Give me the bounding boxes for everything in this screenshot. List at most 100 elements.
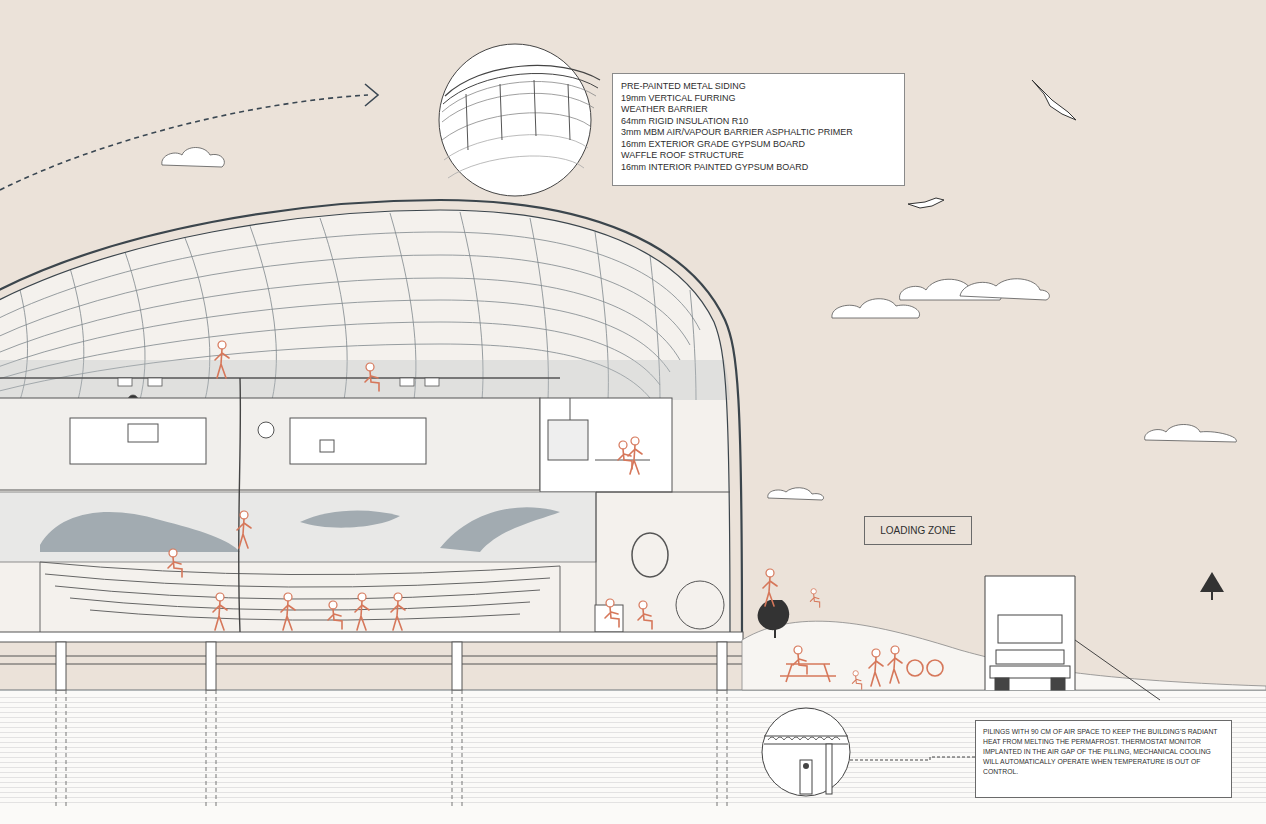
- picnic-table: [780, 660, 943, 682]
- drawing-use: [628, 437, 642, 474]
- waffle-roof: [0, 212, 735, 400]
- layer-label: 64mm RIGID INSULATION R10: [621, 116, 896, 128]
- drawing-path: [764, 736, 848, 744]
- drawing-path: [440, 507, 560, 552]
- drawing-path: [466, 80, 570, 150]
- drawing-rect: [0, 398, 540, 490]
- drawing-path: [45, 574, 550, 587]
- layer-label: PRE-PAINTED METAL SIDING: [621, 81, 896, 93]
- drawing-line: [66, 690, 67, 806]
- drawing-rect: [0, 360, 735, 400]
- floor-slab: [0, 632, 743, 642]
- piling-depth: [56, 690, 727, 806]
- layer-label: 16mm INTERIOR PAINTED GYPSUM BOARD: [621, 162, 896, 174]
- permafrost-hatch: [0, 694, 1266, 806]
- drawing-use: [605, 599, 619, 627]
- drawing-path: [442, 113, 590, 140]
- drawing-line: [717, 690, 718, 806]
- drawing-path: [596, 492, 730, 632]
- drawing-circle: [258, 422, 274, 438]
- zone-label-box: LOADING ZONE: [864, 516, 972, 545]
- rope: [239, 378, 241, 632]
- dome-inner: [0, 210, 730, 640]
- drawing-circle: [762, 708, 850, 796]
- drawing-rect: [998, 615, 1062, 643]
- drawing-line: [216, 690, 217, 806]
- drawing-path: [40, 512, 240, 552]
- ground: [0, 690, 1266, 824]
- drawing-path: [448, 156, 584, 178]
- layer-label: WAFFLE ROOF STRUCTURE: [621, 150, 896, 162]
- drawing-rect: [774, 628, 776, 638]
- drawing-line: [0, 656, 742, 657]
- drawing-path: [90, 610, 520, 620]
- drawing-use: [355, 593, 369, 630]
- drawing-rect: [400, 378, 414, 386]
- dome-interior: [0, 210, 730, 640]
- drawing-rect: [70, 418, 206, 464]
- drawing-path: [40, 562, 560, 632]
- piling-detail-circle: [762, 708, 850, 796]
- mural-wall: [0, 492, 596, 562]
- drawing-path: [40, 562, 560, 575]
- drawing-line: [0, 664, 742, 665]
- drawing-circle: [927, 660, 943, 676]
- drawing-line: [786, 664, 792, 682]
- drawing-rect: [206, 642, 216, 690]
- seating-tiers: [40, 562, 560, 632]
- drawing-use: [763, 569, 777, 606]
- drawing-line: [1075, 640, 1160, 700]
- drawing-rect: [56, 642, 66, 690]
- drawing-use: [213, 593, 227, 630]
- drawing-use: [888, 646, 902, 683]
- drawing-line: [595, 460, 650, 461]
- drawing-path: [908, 198, 944, 208]
- drawing-use: [281, 593, 295, 630]
- drawing-line: [206, 690, 207, 806]
- drawing-rect: [118, 378, 132, 386]
- layer-label: WEATHER BARRIER: [621, 104, 896, 116]
- storage-room: [595, 492, 730, 632]
- drawing-path: [768, 488, 824, 500]
- layer-label: 16mm EXTERIOR GRADE GYPSUM BOARD: [621, 139, 896, 151]
- drawing-path: [768, 737, 840, 740]
- drawing-use: [638, 601, 652, 629]
- drawing-rect: [425, 378, 439, 386]
- drawing-rect: [540, 398, 672, 492]
- drawing-use: [168, 549, 182, 577]
- drawing-use: [793, 646, 807, 674]
- drawing-rect: [800, 760, 812, 794]
- drawing-rect: [290, 418, 426, 464]
- people: [168, 341, 902, 689]
- drawing-use: [215, 341, 229, 378]
- drawing-path: [1145, 425, 1237, 443]
- path-arrow: [0, 95, 368, 190]
- birds: [908, 80, 1076, 208]
- arrow-head: [365, 84, 378, 106]
- drawing-ellipse: [632, 533, 668, 577]
- drawing-path: [300, 511, 400, 528]
- drawing-circle: [676, 581, 724, 629]
- drawing-path: [162, 148, 225, 168]
- drawing-path: [832, 299, 920, 318]
- note-text: PILINGS WITH 90 CM OF AIR SPACE TO KEEP …: [983, 727, 1224, 777]
- drawing-path: [0, 255, 690, 345]
- drawing-circle: [803, 763, 809, 769]
- drawing-use: [869, 649, 883, 686]
- drawing-rect: [717, 642, 727, 690]
- drawing-line: [570, 398, 571, 420]
- wall-detail-circle: [439, 44, 600, 196]
- drawing-rect: [128, 424, 158, 442]
- drawing-line: [56, 690, 57, 806]
- drawing-rect: [548, 420, 588, 460]
- drawing-path: [985, 576, 1075, 690]
- drawing-rect: [148, 378, 162, 386]
- drawing-line: [452, 690, 453, 806]
- drawing-path: [1200, 572, 1224, 592]
- drawing-use: [328, 601, 342, 629]
- pilings: [0, 642, 742, 690]
- truck: [985, 576, 1160, 700]
- mural-whales: [40, 507, 560, 552]
- drawing-path: [445, 65, 600, 96]
